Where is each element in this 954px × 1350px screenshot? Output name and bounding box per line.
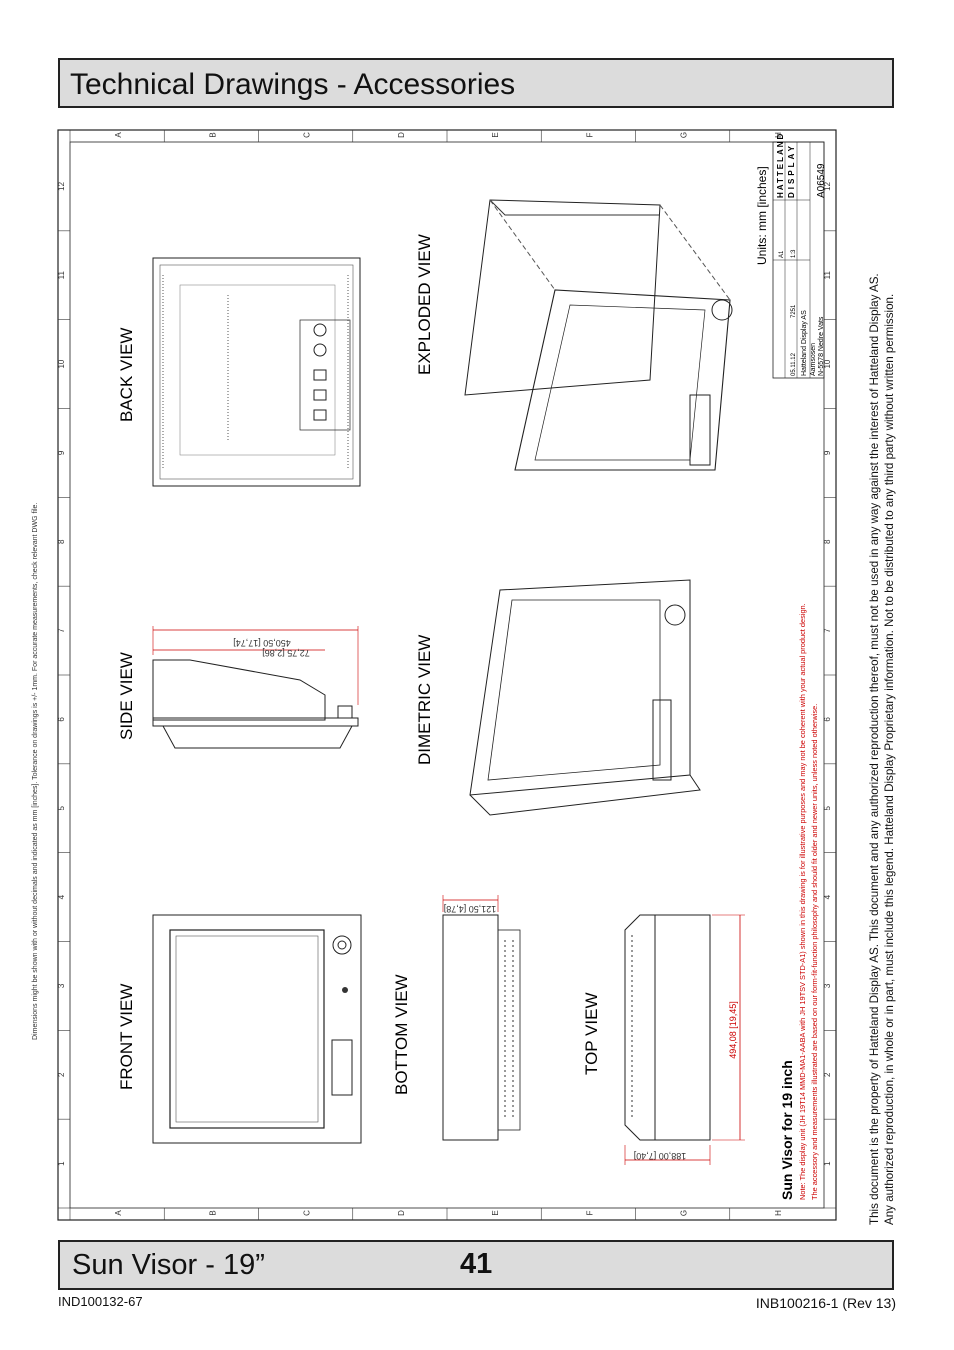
title-block-addr1: Aamsosen (810, 343, 817, 376)
units-label: Units: mm [inches] (755, 166, 769, 265)
page-number: 41 (460, 1248, 493, 1280)
zone-number: 11 (823, 271, 832, 280)
side-depth-dim: 450,50 [17,74] (233, 638, 291, 648)
zone-letter: C (303, 132, 312, 138)
zone-letter: C (303, 1210, 312, 1216)
drawing-note-1: Note: The display unit (JH 19T14 MMD-MA1… (798, 603, 807, 1200)
zone-letter: A (114, 1210, 123, 1216)
page-title: Technical Drawings - Accessories (70, 68, 516, 101)
title-block-date: 05.11.12 (791, 352, 797, 376)
title-block-company: Hatteland Display AS (801, 310, 808, 376)
zone-number: 10 (823, 359, 832, 368)
top-view-label: TOP VIEW (582, 992, 601, 1075)
zone-number: 9 (823, 450, 832, 455)
dimetric-view: DIMETRIC VIEW (415, 579, 701, 816)
front-view-label: FRONT VIEW (117, 984, 136, 1090)
title-block-addr2: N-5578 Nedre Vats (818, 316, 825, 376)
zone-number: 6 (57, 717, 66, 722)
side-height-dim: 72,75 [2,86] (262, 648, 310, 658)
zone-letter: D (397, 1210, 406, 1216)
legal-notice: This document is the property of Hattela… (867, 273, 897, 1225)
zone-number: 3 (57, 983, 66, 988)
zone-number: 3 (823, 983, 832, 988)
zone-letter: E (491, 132, 500, 137)
zone-number: 12 (823, 181, 832, 190)
zone-number: 2 (57, 1072, 66, 1077)
exploded-view: EXPLODED VIEW (415, 199, 733, 471)
zone-number: 6 (823, 717, 832, 722)
zone-number: 5 (823, 805, 832, 810)
zone-number: 8 (57, 539, 66, 544)
tolerance-note: Dimensions might be shown with or withou… (32, 503, 39, 1040)
zone-letter: H (774, 132, 783, 138)
title-block-sheet: A1 (779, 250, 785, 258)
zone-number: 1 (823, 1161, 832, 1166)
front-view: FRONT VIEW (117, 914, 362, 1144)
footer-bar: Sun Visor - 19” 41 (58, 1240, 894, 1290)
legal-line-2: Any authorized reproduction, in whole or… (883, 293, 896, 1225)
zone-letter: G (680, 1210, 689, 1216)
title-block: 05.11.12 7251 Hatteland Display AS Aamso… (772, 132, 827, 379)
zone-letter: G (680, 132, 689, 138)
side-view: 450,50 [17,74] 72,75 [2,86] SIDE VIEW (117, 626, 359, 749)
drawing-number: A06549 (816, 163, 827, 198)
dimetric-view-label: DIMETRIC VIEW (415, 635, 434, 765)
top-depth-dim: 188,00 [7,40] (634, 1151, 687, 1161)
zone-number: 2 (823, 1072, 832, 1077)
zone-number: 1 (57, 1161, 66, 1166)
zone-letter: D (397, 132, 406, 138)
logo-hatteland: HATTELAND (776, 132, 785, 198)
zone-letter: F (585, 1210, 594, 1215)
zone-number: 9 (57, 450, 66, 455)
doc-code-right: INB100216-1 (Rev 13) (755, 1295, 896, 1311)
bottom-view-label: BOTTOM VIEW (392, 974, 411, 1095)
title-block-scale: 1:3 (791, 249, 797, 258)
top-width-dim: 494,08 [19,45] (728, 1001, 738, 1059)
legal-line-1: This document is the property of Hattela… (868, 273, 881, 1225)
top-view: 494,08 [19,45] 188,00 [7,40] TOP VIEW (582, 914, 745, 1165)
header-bar: Technical Drawings - Accessories (58, 58, 894, 108)
side-view-label: SIDE VIEW (117, 652, 136, 740)
zone-letter: H (774, 1210, 783, 1216)
zone-number: 4 (57, 894, 66, 899)
zone-number: 4 (823, 894, 832, 899)
back-view: BACK VIEW (117, 257, 361, 487)
zone-number: 7 (57, 628, 66, 633)
zone-letter: B (208, 132, 217, 137)
exploded-view-label: EXPLODED VIEW (415, 234, 434, 375)
back-view-label: BACK VIEW (117, 328, 136, 422)
zone-number: 11 (57, 271, 66, 280)
zone-letter: F (585, 132, 594, 137)
title-block-number: 7251 (791, 304, 797, 318)
zone-letter: B (208, 1210, 217, 1215)
bottom-view: 121,50 [4,78] BOTTOM VIEW (392, 895, 521, 1141)
zone-letter: E (491, 1210, 500, 1215)
zone-number: 10 (57, 359, 66, 368)
drawing-note-2: The accessory and measurements illustrat… (810, 704, 819, 1200)
doc-code-left: IND100132-67 (58, 1294, 143, 1309)
logo-display: DISPLAY (787, 143, 796, 198)
footer-title: Sun Visor - 19” (72, 1249, 265, 1281)
part-title: Sun Visor for 19 inch (779, 1060, 795, 1200)
zone-number: 12 (57, 181, 66, 190)
zone-number: 7 (823, 628, 832, 633)
zone-letter: A (114, 132, 123, 138)
zone-number: 5 (57, 805, 66, 810)
zone-number: 8 (823, 539, 832, 544)
bottom-depth-dim: 121,50 [4,78] (444, 904, 497, 914)
